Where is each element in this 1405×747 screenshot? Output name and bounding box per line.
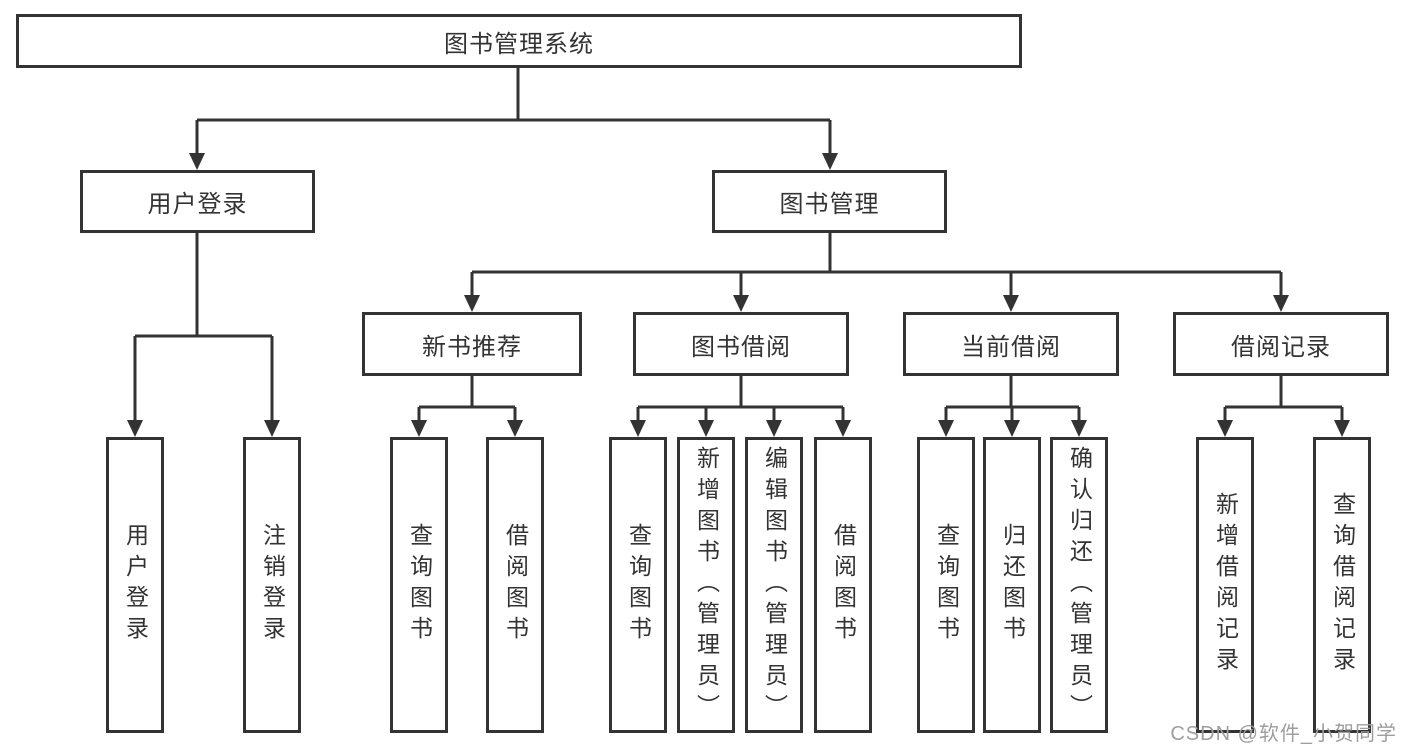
leaf-borrow-books-recommend: 借阅图书 [486,437,544,733]
node-root-system: 图书管理系统 [16,14,1022,68]
leaf-confirm-return-admin: 确认归还（管理员） [1050,437,1108,733]
node-user-login: 用户登录 [80,170,315,233]
leaf-borrow-books-borrowing: 借阅图书 [814,437,872,733]
leaf-query-books-recommend: 查询图书 [390,437,448,733]
leaf-logout-label: 注销登录 [259,523,286,647]
leaf-query-borrow-record: 查询借阅记录 [1313,437,1371,733]
leaf-query-borrow-record-label: 查询借阅记录 [1329,492,1356,678]
leaf-user-login-label: 用户登录 [122,523,149,647]
leaf-logout: 注销登录 [243,437,301,733]
node-user-login-label: 用户登录 [147,191,248,218]
leaf-add-books-admin: 新增图书（管理员） [677,437,735,733]
leaf-query-books-current-label: 查询图书 [933,523,960,647]
leaf-borrow-books-recommend-label: 借阅图书 [502,523,529,647]
leaf-return-books-label: 归还图书 [999,523,1026,647]
leaf-add-borrow-record-label: 新增借阅记录 [1212,492,1239,678]
leaf-confirm-return-admin-label: 确认归还（管理员） [1066,445,1093,725]
leaf-query-books-recommend-label: 查询图书 [406,523,433,647]
leaf-add-borrow-record: 新增借阅记录 [1196,437,1254,733]
arrowheads [127,153,1350,437]
leaf-query-books-borrowing: 查询图书 [609,437,667,733]
node-book-borrowing-label: 图书借阅 [691,333,791,361]
csdn-watermark: CSDN @软件_小贺同学 [1170,723,1397,745]
node-borrowing-records: 借阅记录 [1173,312,1389,376]
leaf-edit-books-admin-label: 编辑图书（管理员） [761,445,788,725]
leaf-return-books: 归还图书 [983,437,1041,733]
node-current-borrowing: 当前借阅 [903,312,1119,376]
leaf-query-books-current: 查询图书 [917,437,975,733]
node-book-management-label: 图书管理 [779,191,880,218]
node-new-book-recommend-label: 新书推荐 [422,333,522,361]
leaf-edit-books-admin: 编辑图书（管理员） [745,437,803,733]
node-current-borrowing-label: 当前借阅 [961,333,1061,361]
node-new-book-recommend: 新书推荐 [362,312,582,376]
node-borrowing-records-label: 借阅记录 [1231,333,1331,361]
leaf-borrow-books-borrowing-label: 借阅图书 [830,523,857,647]
leaf-user-login: 用户登录 [106,437,164,733]
node-book-management: 图书管理 [712,170,947,233]
node-root-label: 图书管理系统 [444,30,594,58]
node-book-borrowing: 图书借阅 [633,312,849,376]
leaf-add-books-admin-label: 新增图书（管理员） [693,445,720,725]
leaf-query-books-borrowing-label: 查询图书 [625,523,652,647]
